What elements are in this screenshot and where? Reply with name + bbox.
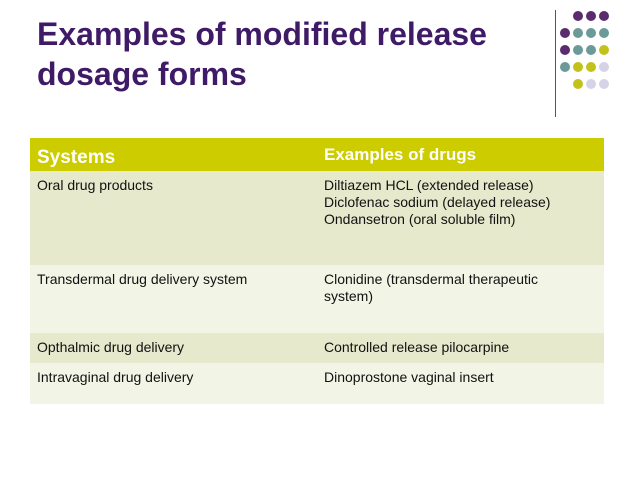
decorative-dot [586,62,596,72]
example-line: Clonidine (transdermal therapeutic [324,271,538,287]
examples-cell: Controlled release pilocarpine [317,333,604,363]
table-row: Oral drug products Diltiazem HCL (extend… [30,171,604,265]
examples-cell: Dinoprostone vaginal insert [317,363,604,404]
decorative-dot [560,62,570,72]
decorative-dot [560,28,570,38]
slide-title-line-2: dosage forms [37,56,247,92]
decorative-dot [560,45,570,55]
example-line: Diclofenac sodium (delayed release) [324,194,551,210]
slide-title: Examples of modified release dosage form… [37,14,547,94]
system-cell: Transdermal drug delivery system [30,265,317,333]
system-cell: Opthalmic drug delivery [30,333,317,363]
example-line: Dinoprostone vaginal insert [324,369,494,385]
decorative-dot [586,79,596,89]
decorative-dot [573,79,583,89]
decorative-dot [599,62,609,72]
decorative-dot [599,28,609,38]
table-row: Transdermal drug delivery system Clonidi… [30,265,604,333]
table-row: Intravaginal drug delivery Dinoprostone … [30,363,604,404]
decorative-dot [573,62,583,72]
decorative-dot [586,28,596,38]
header-systems: Systems [30,138,317,171]
system-cell: Intravaginal drug delivery [30,363,317,404]
decorative-dot [573,11,583,21]
header-examples: Examples of drugs [317,138,604,171]
examples-cell: Diltiazem HCL (extended release) Diclofe… [317,171,604,265]
slide-title-line-1: Examples of modified release [37,16,487,52]
decorative-dot [599,45,609,55]
decorative-dot [599,79,609,89]
decorative-dot [599,11,609,21]
decorative-dot [586,45,596,55]
decorative-dot [573,28,583,38]
system-cell: Oral drug products [30,171,317,265]
decorative-dot [573,45,583,55]
example-line: system) [324,288,373,304]
examples-cell: Clonidine (transdermal therapeutic syste… [317,265,604,333]
drug-examples-table: Systems Examples of drugs Oral drug prod… [30,138,604,404]
example-line: Diltiazem HCL (extended release) [324,177,534,193]
table-row: Opthalmic drug delivery Controlled relea… [30,333,604,363]
example-line: Ondansetron (oral soluble film) [324,211,516,227]
divider-line [555,10,556,117]
table-header-row: Systems Examples of drugs [30,138,604,171]
example-line: Controlled release pilocarpine [324,339,510,355]
decorative-dot [586,11,596,21]
decorative-dot-grid [0,0,638,120]
